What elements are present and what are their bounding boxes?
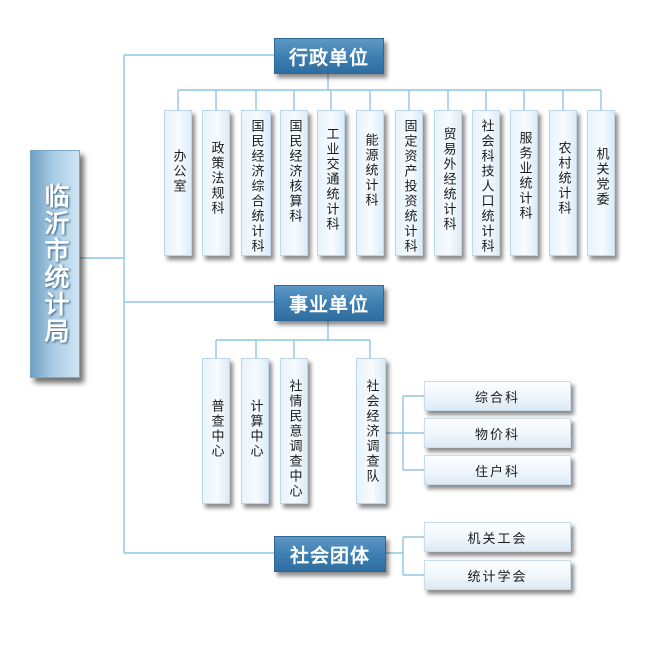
unit-label: 国民经济核算科	[286, 119, 302, 224]
sub-unit-box: 物价科	[424, 418, 571, 448]
category-label: 社会团体	[289, 544, 370, 567]
unit-box: 农村统计科	[549, 110, 577, 256]
unit-label: 农村统计科	[555, 141, 571, 216]
root-node: 临沂市统计局	[30, 150, 80, 378]
unit-box: 计算中心	[241, 358, 269, 504]
unit-box: 贸易外经统计科	[434, 110, 462, 256]
unit-label: 能源统计科	[362, 133, 378, 208]
sub-unit-label: 综合科	[474, 390, 520, 406]
unit-box: 普查中心	[202, 358, 230, 504]
root-label: 临沂市统计局	[41, 183, 70, 345]
unit-box: 服务业统计科	[510, 110, 538, 256]
unit-label: 机关工会	[467, 531, 528, 547]
unit-label: 服务业统计科	[516, 131, 532, 221]
sub-unit-box: 综合科	[424, 381, 571, 411]
unit-label: 政策法规科	[208, 141, 224, 216]
category-label: 行政单位	[288, 46, 369, 69]
unit-label: 普查中心	[208, 399, 224, 459]
unit-label: 统计学会	[467, 569, 528, 585]
unit-box: 政策法规科	[202, 110, 230, 256]
unit-box: 社会科技人口统计科	[472, 110, 500, 256]
unit-label: 国民经济综合统计科	[248, 119, 264, 254]
unit-label: 工业交通统计科	[323, 127, 339, 232]
unit-box: 工业交通统计科	[317, 110, 345, 256]
unit-label: 社会科技人口统计科	[478, 119, 494, 254]
unit-label: 社会经济调查队	[363, 379, 379, 484]
category-social-organizations: 社会团体	[274, 536, 386, 572]
category-public-institutions: 事业单位	[274, 285, 384, 321]
category-label: 事业单位	[288, 293, 369, 316]
unit-label: 机关党委	[593, 147, 609, 207]
unit-box: 统计学会	[424, 560, 571, 590]
unit-box: 固定资产投资统计科	[395, 110, 423, 256]
sub-unit-label: 物价科	[474, 427, 520, 443]
unit-label: 固定资产投资统计科	[401, 119, 417, 254]
unit-box: 机关党委	[587, 110, 615, 256]
unit-label: 办公室	[170, 149, 186, 194]
unit-box: 社情民意调查中心	[280, 358, 308, 504]
unit-box: 能源统计科	[356, 110, 384, 256]
unit-box: 办公室	[164, 110, 192, 256]
unit-box: 社会经济调查队	[356, 358, 386, 504]
unit-label: 社情民意调查中心	[286, 379, 302, 499]
unit-box: 国民经济核算科	[280, 110, 308, 256]
unit-label: 计算中心	[247, 399, 263, 459]
sub-unit-box: 住户科	[424, 455, 571, 485]
unit-box: 机关工会	[424, 522, 571, 552]
sub-unit-label: 住户科	[474, 464, 520, 480]
category-administrative: 行政单位	[274, 38, 384, 74]
unit-box: 国民经济综合统计科	[241, 110, 271, 256]
unit-label: 贸易外经统计科	[440, 127, 456, 232]
